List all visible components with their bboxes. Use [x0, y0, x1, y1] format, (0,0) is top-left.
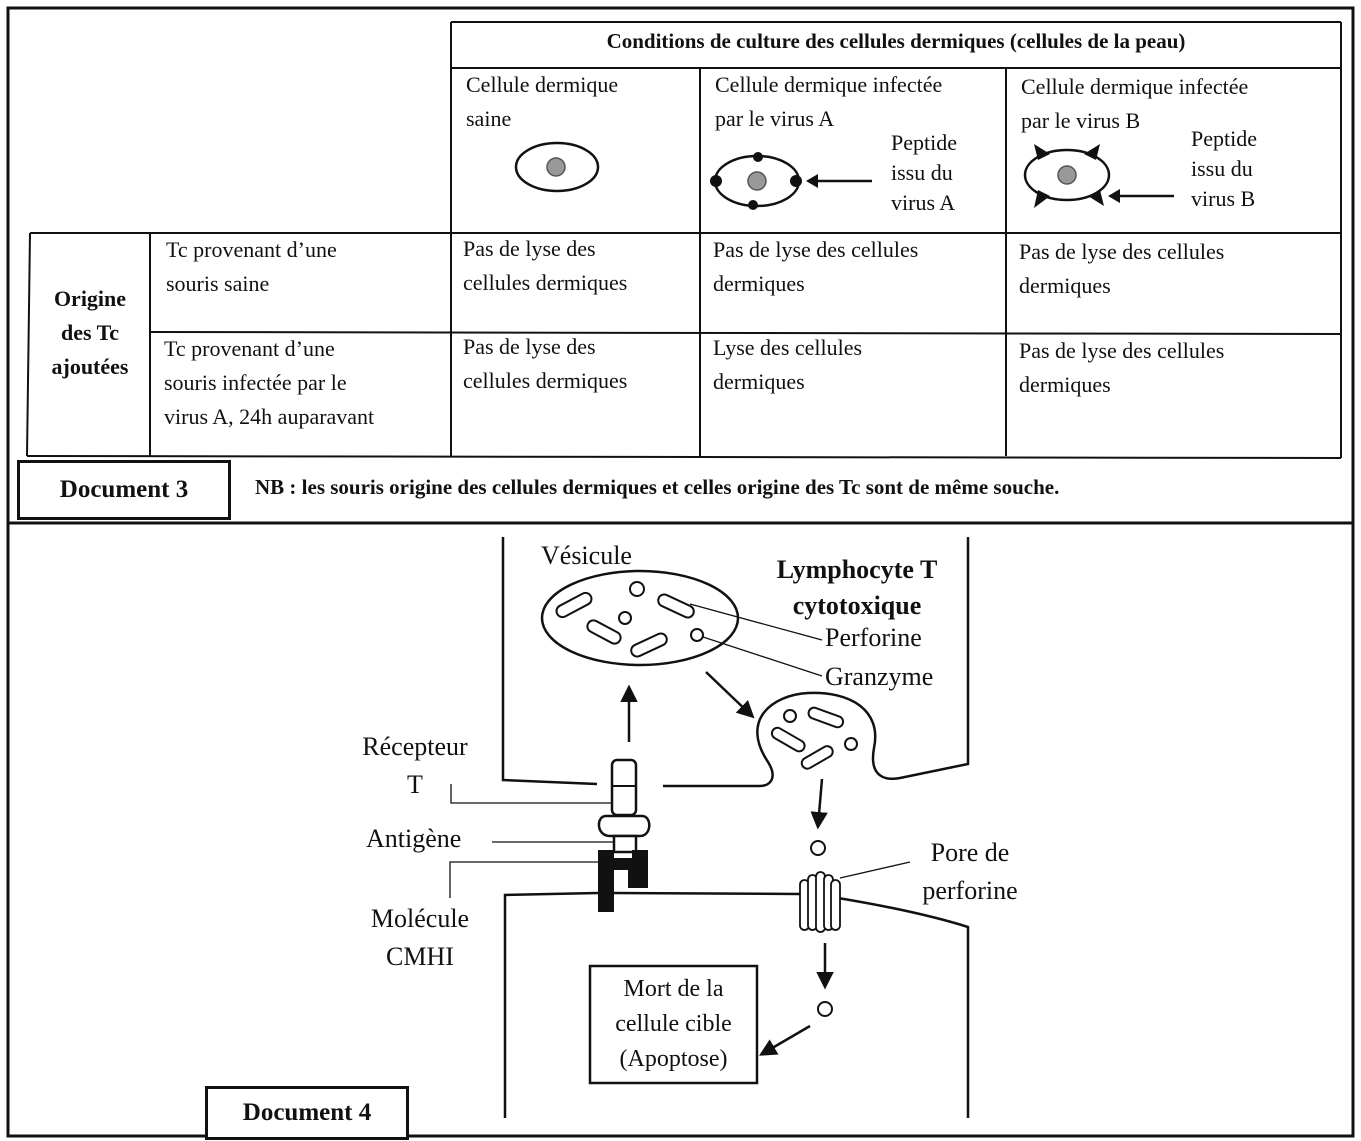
row-header-line1: Origine — [53, 286, 127, 311]
row1-cell-virus-b-line2: dermiques — [1019, 273, 1111, 298]
col-header-virus-a: Cellule dermique infectée par le virus A — [715, 68, 942, 136]
antigen-icon — [612, 834, 638, 854]
row2-label-line3: virus A, 24h auparavant — [164, 404, 375, 429]
row2-cell-virus-a: Lyse des cellules dermiques — [713, 331, 862, 399]
peptide-b-line2: issu du — [1191, 156, 1253, 181]
row1-label-line1: Tc provenant d’une — [166, 237, 337, 262]
col-header-virus-b-line1: Cellule dermique infectée — [1021, 74, 1249, 99]
peptide-a-label: Peptide issu du virus A — [891, 128, 957, 218]
row2-label-line2: souris infectée par le — [164, 370, 347, 395]
arrow-to-bulge-icon — [705, 671, 755, 719]
healthy-cell-icon — [514, 141, 600, 193]
recepteur-leader-line — [450, 784, 612, 804]
death-box — [588, 964, 759, 1085]
molecule-label-line2: CMHI — [386, 942, 454, 971]
infected-cell-a-icon — [710, 152, 802, 210]
col-header-virus-a-line1: Cellule dermique infectée — [715, 72, 943, 97]
infected-cell-b-icon — [1023, 144, 1111, 208]
mort-label: Mort de la cellule cible (Apoptose) — [590, 966, 757, 1083]
row1-cell-virus-a-line2: dermiques — [713, 271, 805, 296]
row-header-line2: des Tc — [60, 320, 120, 345]
arrow-peptide-a-icon — [806, 174, 872, 188]
mort-label-line1: Mort de la — [623, 976, 724, 1002]
row-header-origine: Origine des Tc ajoutées — [30, 282, 150, 384]
granzyme-particle-1-icon — [810, 840, 826, 856]
row1-label-line2: souris saine — [166, 271, 270, 296]
recepteur-label-line1: Récepteur — [362, 732, 468, 761]
row1-cell-saine-line2: cellules dermiques — [463, 270, 628, 295]
exocytosis-granules-icon — [770, 706, 858, 770]
pore-label: Pore de perforine — [905, 834, 1035, 910]
molecule-label-line1: Molécule — [370, 904, 470, 933]
lymphocyte-label: Lymphocyte T cytotoxique — [742, 552, 972, 624]
peptide-b-line1: Peptide — [1191, 126, 1257, 151]
peptide-a-line3: virus A — [891, 190, 956, 215]
mhc-i-molecule-icon — [598, 850, 648, 912]
row2-cell-saine: Pas de lyse des cellules dermiques — [463, 330, 627, 398]
vesicle-icon — [540, 569, 740, 667]
granzyme-particle-2-icon — [817, 1001, 833, 1017]
vesicule-label: Vésicule — [541, 541, 632, 570]
row2-cell-virus-a-line2: dermiques — [713, 369, 805, 394]
document-4-label: Document 4 — [205, 1086, 409, 1140]
lymphocyte-label-line1: Lymphocyte T — [776, 555, 938, 584]
col-header-saine-line1: Cellule dermique — [466, 72, 619, 97]
row1-cell-virus-a-line1: Pas de lyse des cellules — [713, 237, 919, 262]
row1-cell-virus-b: Pas de lyse des cellules dermiques — [1019, 235, 1224, 303]
row1-cell-virus-b-line1: Pas de lyse des cellules — [1019, 239, 1225, 264]
peptide-a-line1: Peptide — [891, 130, 957, 155]
perforin-pore-icon — [799, 871, 841, 933]
row1-cell-saine: Pas de lyse des cellules dermiques — [463, 232, 627, 300]
recepteur-label-line2: T — [407, 770, 423, 799]
recepteur-label: Récepteur T — [340, 728, 490, 804]
mort-label-line2: cellule cible — [615, 1011, 732, 1037]
peptide-b-line3: virus B — [1191, 186, 1256, 211]
target-cell-outline — [503, 891, 970, 1118]
col-header-virus-a-line2: par le virus A — [715, 106, 835, 131]
molecule-label: Molécule CMHI — [350, 900, 490, 976]
row2-cell-virus-b-line2: dermiques — [1019, 372, 1111, 397]
doc3-nb-note: NB : les souris origine des cellules der… — [255, 475, 1060, 499]
pore-label-line2: perforine — [922, 876, 1018, 905]
pore-leader-line — [839, 861, 911, 879]
row1-cell-virus-a: Pas de lyse des cellules dermiques — [713, 233, 918, 301]
pore-label-line1: Pore de — [930, 838, 1010, 867]
peptide-b-label: Peptide issu du virus B — [1191, 124, 1257, 214]
arrow-peptide-b-icon — [1108, 189, 1174, 203]
granzyme-label: Granzyme — [825, 662, 934, 691]
col-header-virus-b-line2: par le virus B — [1021, 108, 1141, 133]
lymphocyte-cell-outline — [501, 537, 970, 788]
row1-label: Tc provenant d’une souris saine — [166, 233, 337, 301]
row2-cell-virus-b: Pas de lyse des cellules dermiques — [1019, 334, 1224, 402]
col-header-virus-b: Cellule dermique infectée par le virus B — [1021, 70, 1248, 138]
peptide-a-line2: issu du — [891, 160, 953, 185]
perforine-label: Perforine — [825, 623, 922, 652]
row-header-line3: ajoutées — [51, 354, 129, 379]
row2-cell-saine-line2: cellules dermiques — [463, 368, 628, 393]
mort-label-line3: (Apoptose) — [619, 1046, 728, 1072]
doc3-table-lines — [26, 21, 1342, 459]
row2-cell-virus-a-line1: Lyse des cellules — [713, 335, 863, 360]
row2-cell-virus-b-line1: Pas de lyse des cellules — [1019, 338, 1225, 363]
doc3-table-header: Conditions de culture des cellules dermi… — [606, 29, 1186, 53]
arrow-down-1-icon — [810, 778, 828, 830]
document-3-label: Document 3 — [17, 460, 231, 520]
col-header-saine-line2: saine — [466, 106, 512, 131]
row2-label: Tc provenant d’une souris infectée par l… — [164, 332, 374, 434]
antigene-label: Antigène — [366, 824, 462, 853]
t-receptor-icon — [597, 758, 651, 838]
row2-label-line1: Tc provenant d’une — [164, 336, 335, 361]
arrow-to-death-icon — [758, 1024, 811, 1056]
row2-cell-saine-line1: Pas de lyse des — [463, 334, 596, 359]
molecule-leader-line — [449, 861, 598, 898]
cell-illustrations — [514, 141, 1174, 210]
col-header-saine: Cellule dermique saine — [466, 68, 618, 136]
lymphocyte-label-line2: cytotoxique — [792, 591, 922, 620]
perforine-leader-line — [689, 603, 823, 641]
row1-cell-saine-line1: Pas de lyse des — [463, 236, 596, 261]
granzyme-leader-line — [702, 636, 823, 677]
